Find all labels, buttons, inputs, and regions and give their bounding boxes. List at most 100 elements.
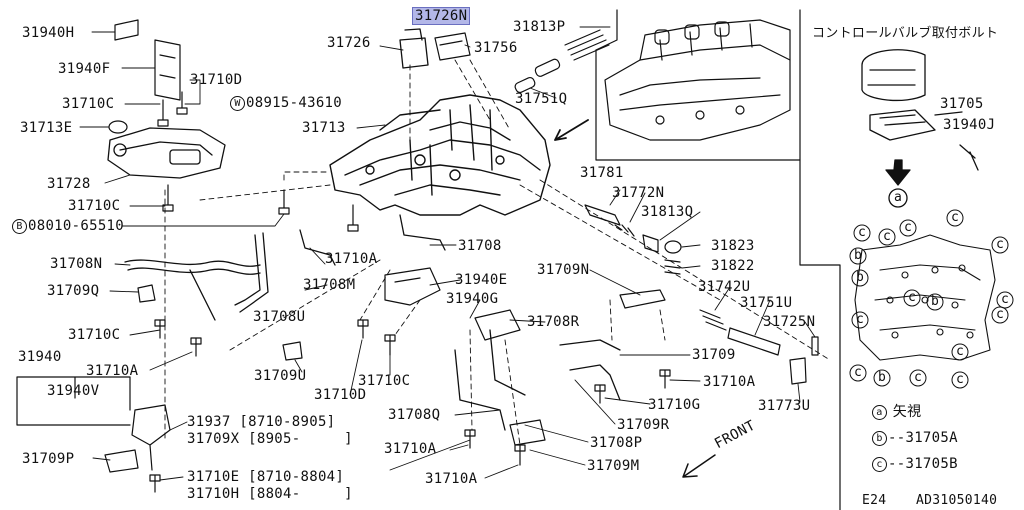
label-31709: 31709 (692, 347, 736, 363)
footer-code-right: AD31050140 (916, 493, 998, 508)
bracket-31940F (154, 39, 181, 101)
label-31710A: 31710A (86, 363, 139, 379)
label-31813P: 31813P (513, 19, 566, 35)
inset-markers (849, 209, 1014, 389)
view-arrow (554, 119, 589, 141)
inset-marker-b: b (854, 248, 863, 263)
label-31940J: 31940J (943, 117, 996, 133)
sensor-31940 (131, 404, 171, 471)
inset-marker-c: c (914, 370, 923, 385)
inset-marker-c: c (856, 312, 865, 327)
inset-marker-b: b (931, 294, 940, 309)
bolts (149, 91, 671, 493)
label-31709M: 31709M (587, 458, 640, 474)
label-31710D: 31710D (190, 72, 243, 88)
inset-view-marker: a (894, 190, 903, 205)
washer-31713E (108, 120, 128, 134)
bracket-31940G (474, 309, 521, 341)
label-31709X: 31709X [8905- ] (187, 431, 353, 447)
label-31709R: 31709R (617, 417, 670, 433)
label-31709N: 31709N (537, 262, 590, 278)
valve-body-view (604, 19, 791, 141)
inset-marker-c: c (951, 210, 960, 225)
bracket-31940E (384, 267, 441, 306)
circle-marker-b: B (12, 219, 27, 234)
label-31726N[interactable]: 31726N (411, 7, 471, 25)
label-31710G: 31710G (648, 397, 701, 413)
label-31772N: 31772N (612, 185, 665, 201)
label-31710A-4: 31710A (425, 471, 478, 487)
label-31781: 31781 (580, 165, 624, 181)
label-31728: 31728 (47, 176, 91, 192)
inset-marker-b: b (878, 370, 887, 385)
bracket-31709U (282, 341, 303, 361)
label-31708R: 31708R (527, 314, 580, 330)
label-31709U: 31709U (254, 368, 307, 384)
label-31710C: 31710C (62, 96, 115, 112)
legend-b: b--31705A (872, 430, 958, 446)
label-31940E: 31940E (455, 272, 508, 288)
label-31710C-4: 31710C (358, 373, 411, 389)
label-31710H: 31710H [8804- ] (187, 486, 353, 502)
legend-a: a 矢視 (872, 404, 921, 420)
inset-marker-c: c (1001, 292, 1010, 307)
label-31710A-5: 31710A (703, 374, 756, 390)
label-31713E: 31713E (20, 120, 73, 136)
circle-marker-w: W (230, 96, 245, 111)
label-31708M: 31708M (303, 277, 356, 293)
label-31710A-2: 31710A (325, 251, 378, 267)
inset-marker-c: c (854, 365, 863, 380)
inset-marker-c: c (996, 237, 1005, 252)
label-31709Q: 31709Q (47, 283, 100, 299)
inset-bolt (861, 49, 979, 208)
label-31940V: 31940V (47, 383, 100, 399)
inset-marker-c: c (904, 220, 913, 235)
bracket-31709Q (137, 284, 156, 303)
bracket-31709M (509, 419, 546, 446)
label-31940: 31940 (18, 349, 62, 365)
label-31726: 31726 (327, 35, 371, 51)
label-31708U: 31708U (253, 309, 306, 325)
label-31713: 31713 (302, 120, 346, 136)
solenoid-31726N (434, 32, 471, 61)
label-31708P: 31708P (590, 435, 643, 451)
label-31708: 31708 (458, 238, 502, 254)
bracket-31709N (619, 289, 666, 309)
label-31725N: 31725N (763, 314, 816, 330)
inset-marker-c: c (956, 372, 965, 387)
control-valve-body (329, 94, 551, 216)
label-31940H: 31940H (22, 25, 75, 41)
label-31710C-2: 31710C (68, 198, 121, 214)
inset-marker-c: c (908, 290, 917, 305)
oil-strainer (107, 127, 226, 179)
label-31751U: 31751U (740, 295, 793, 311)
footer-code-left: E24 (862, 493, 887, 508)
inset-marker-c: c (883, 229, 892, 244)
inset-marker-c: c (858, 225, 867, 240)
label-31751Q: 31751Q (515, 91, 568, 107)
inset-marker-c: c (956, 344, 965, 359)
label-31708Q: 31708Q (388, 407, 441, 423)
label-31940F: 31940F (58, 61, 111, 77)
label-31822: 31822 (711, 258, 755, 274)
front-arrow-shape (682, 454, 716, 478)
label-31708N: 31708N (50, 256, 103, 272)
label-31940G: 31940G (446, 291, 499, 307)
valve-springs (514, 29, 819, 385)
label-31710E: 31710E [8710-8804] (187, 469, 345, 485)
label-31756: 31756 (474, 40, 518, 56)
inset-marker-b: b (856, 270, 865, 285)
inset-title: コントロールバルブ取付ボルト (812, 26, 999, 41)
part-31940H (114, 19, 139, 41)
inset-bolt-pattern (854, 234, 996, 361)
bracket-31709P (104, 449, 139, 473)
label-31710D-2: 31710D (314, 387, 367, 403)
label-31823: 31823 (711, 238, 755, 254)
panel-divider-top (595, 49, 841, 510)
legend-c: c--31705B (872, 456, 958, 472)
label-31705: 31705 (940, 96, 984, 112)
